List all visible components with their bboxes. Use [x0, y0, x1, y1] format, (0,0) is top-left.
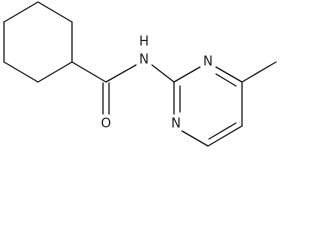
bond-cy1-cy2: [37, 1, 73, 23]
atom-label-amide-hydrogen: H: [139, 35, 149, 50]
bond-c6-n1-inner: [215, 73, 237, 87]
bond-n1-c2: [173, 66, 201, 83]
bond-c4-c5: [207, 125, 243, 147]
bond-carbonyl-nitrogen: [105, 64, 137, 83]
atom-labels: O H N N N: [101, 35, 213, 132]
atom-label-ring-nitrogen-3: N: [171, 117, 181, 132]
amide-group: [71, 61, 175, 115]
molecule-structure: O H N N N: [3, 1, 277, 147]
bond-c6-n1: [215, 66, 243, 83]
bond-ring-carbonyl: [71, 61, 107, 83]
bond-cy3-cy4: [37, 61, 73, 83]
bond-c6-methyl: [241, 61, 277, 83]
atom-label-carbonyl-oxygen: O: [101, 117, 111, 132]
bond-n3-c4: [181, 130, 209, 147]
bond-cy6-cy1: [3, 1, 39, 23]
bond-c4-c5-inner: [208, 122, 237, 140]
bond-cy4-cy5: [3, 61, 39, 83]
atom-label-ring-nitrogen-1: N: [203, 55, 213, 70]
atom-label-amide-nitrogen: N: [139, 53, 149, 68]
bond-nitrogen-pyrimidine: [151, 64, 175, 83]
pyrimidine-ring: [173, 61, 277, 147]
cyclohexane-ring: [3, 1, 73, 83]
